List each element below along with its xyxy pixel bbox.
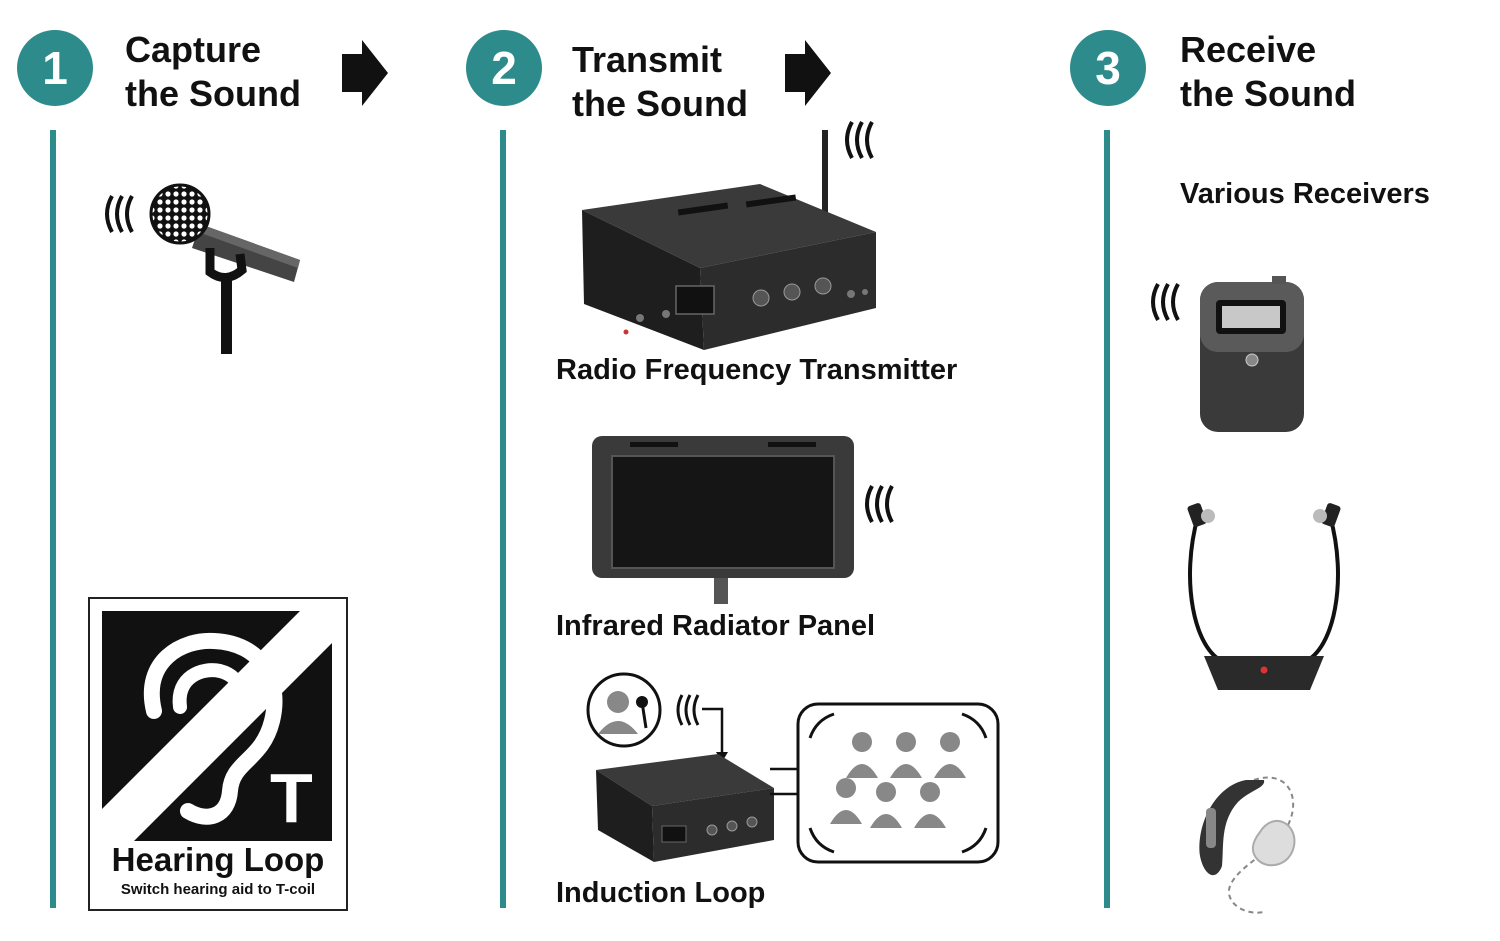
hearing-loop-symbol: T (102, 611, 332, 841)
step-3-title: Receive the Sound (1180, 28, 1356, 116)
sound-waves-icon (676, 694, 700, 726)
arrow-right-icon (785, 40, 831, 106)
audience-icon (796, 702, 1000, 864)
hearing-aid-icon (1199, 776, 1296, 914)
t-coil-letter: T (270, 759, 313, 837)
step-1-badge: 1 (17, 30, 93, 106)
induction-loop-label: Induction Loop (556, 877, 766, 909)
step-2-title-line2: the Sound (572, 83, 748, 124)
rf-transmitter-device (582, 130, 876, 350)
step-3-badge: 3 (1070, 30, 1146, 106)
sound-waves-icon (845, 121, 874, 159)
step-1-title-line2: the Sound (125, 73, 301, 114)
ear-icon (102, 611, 332, 841)
ir-panel-device (592, 436, 854, 604)
ir-panel-label: Infrared Radiator Panel (556, 610, 876, 642)
receivers-label: Various Receivers (1180, 178, 1430, 210)
receiver-icon (1200, 276, 1304, 432)
headset-icon (1187, 503, 1341, 690)
step-3-title-line1: Receive (1180, 29, 1317, 70)
microphone-icon (149, 183, 300, 354)
hearing-loop-subtitle: Switch hearing aid to T-coil (120, 881, 316, 898)
induction-loop-amplifier (596, 754, 774, 862)
step-1-title-line1: Capture (125, 29, 262, 70)
sound-waves-icon (865, 485, 894, 523)
rf-transmitter-label: Radio Frequency Transmitter (556, 354, 958, 386)
step-1-title: Capture the Sound (125, 28, 301, 116)
sound-waves-icon (1151, 283, 1180, 321)
step-2-badge: 2 (466, 30, 542, 106)
step-1-divider (50, 130, 56, 908)
arrow-right-icon (342, 40, 388, 106)
step-3-divider (1104, 130, 1110, 908)
step-2-title: Transmit the Sound (572, 38, 748, 126)
step-2-divider (500, 130, 506, 908)
step-3-title-line2: the Sound (1180, 73, 1356, 114)
hearing-loop-sign: T Hearing Loop Switch hearing aid to T-c… (88, 597, 348, 911)
step-2-title-line1: Transmit (572, 39, 723, 80)
hearing-loop-title: Hearing Loop (111, 841, 325, 878)
person-icon (586, 672, 662, 748)
sound-waves-icon (105, 195, 134, 233)
